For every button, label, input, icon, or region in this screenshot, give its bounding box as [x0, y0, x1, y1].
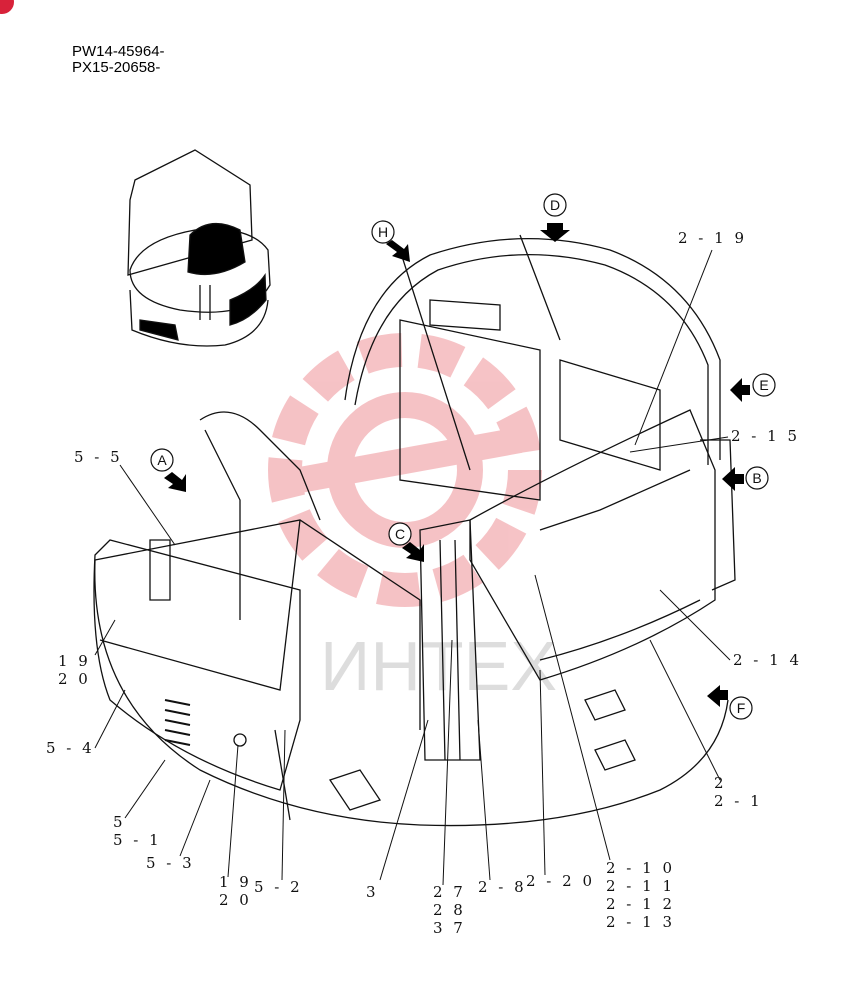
arrow-h: [386, 240, 410, 262]
marker-h: H: [378, 224, 388, 240]
side-cover: [469, 409, 736, 681]
callout-2: 2: [714, 774, 727, 792]
marker-c: C: [395, 526, 405, 542]
callout-28: 2 8: [433, 901, 466, 919]
part-code-1: PW14-45964-: [72, 43, 165, 60]
beacon-lamp: [127, 149, 271, 347]
callout-5-1: 5 - 1: [113, 831, 162, 849]
callout-5: 5: [113, 813, 126, 831]
callout-2-14: 2 - 1 4: [733, 651, 803, 669]
callout-5-2: 5 - 2: [254, 878, 303, 896]
arrow-e: [730, 378, 750, 402]
marker-b: B: [752, 470, 761, 486]
part-code-2: PX15-20658-: [72, 59, 161, 76]
callout-20a: 2 0: [58, 670, 91, 688]
callout-2-11: 2 - 1 1: [606, 877, 676, 895]
callout-2-13: 2 - 1 3: [606, 913, 676, 931]
arrow-f: [707, 685, 728, 707]
callout-2-10: 2 - 1 0: [606, 859, 676, 877]
callout-2-19: 2 - 1 9: [678, 229, 748, 247]
arrow-c: [402, 542, 424, 562]
marker-a: A: [157, 452, 167, 468]
callout-5-3: 5 - 3: [146, 854, 195, 872]
callout-2-1: 2 - 1: [714, 792, 763, 810]
callout-2-15: 2 - 1 5: [731, 427, 801, 445]
view-arrows: [164, 223, 750, 707]
leader-lines: [94, 249, 731, 886]
canopy: [344, 234, 721, 501]
callout-19a: 1 9: [58, 652, 91, 670]
callout-2-12: 2 - 1 2: [606, 895, 676, 913]
arrow-a: [164, 472, 186, 492]
marker-e: E: [759, 377, 768, 393]
callout-19b: 1 9: [219, 873, 252, 891]
callout-5-5: 5 - 5: [74, 448, 123, 466]
marker-f: F: [737, 700, 746, 716]
view-markers: [150, 193, 776, 720]
marker-d: D: [550, 197, 560, 213]
callout-5-4: 5 - 4: [46, 739, 95, 757]
counterweight: [93, 539, 301, 821]
callout-2-8: 2 - 8: [478, 878, 527, 896]
arrow-b: [722, 467, 744, 491]
callout-27: 2 7: [433, 883, 466, 901]
watermark-logo: [268, 333, 542, 607]
callout-37: 3 7: [433, 919, 466, 937]
callout-3: 3: [366, 883, 379, 901]
base-frame: [94, 411, 729, 827]
arrow-d: [540, 223, 570, 242]
watermark-text: ИНТЕХ: [320, 627, 557, 705]
callout-20b: 2 0: [219, 891, 252, 909]
callout-2-20: 2 - 2 0: [526, 872, 596, 890]
